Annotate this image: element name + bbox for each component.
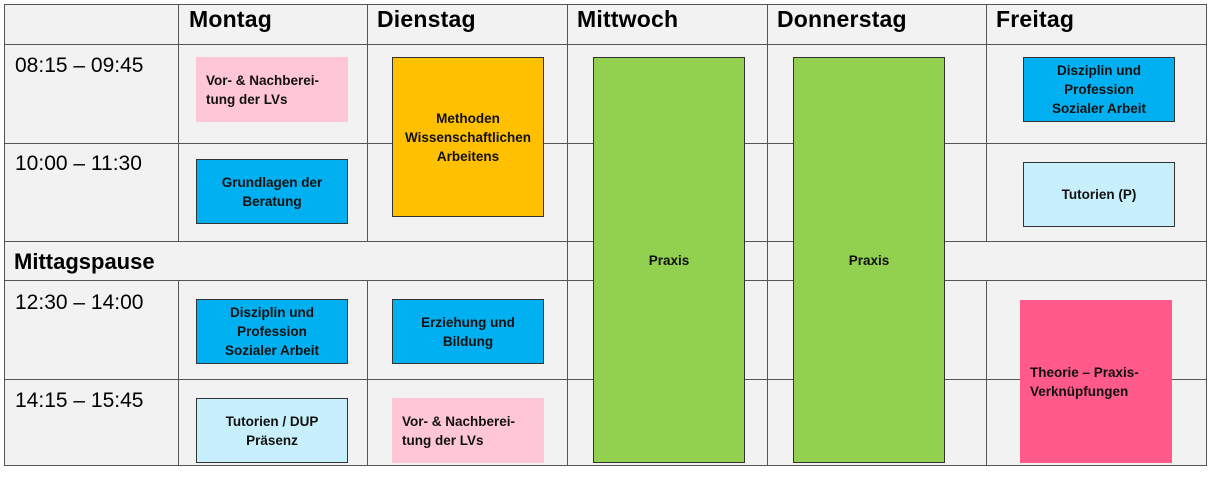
event-di-1[interactable]: Methoden Wissenschaftlichen Arbeitens <box>392 57 544 217</box>
header-thursday: Donnerstag <box>777 6 907 32</box>
event-label: Praxis <box>848 252 890 268</box>
grid-line <box>1206 4 1207 466</box>
event-label: Theorie – Praxis- Verknüpfungen <box>1030 364 1139 399</box>
event-do[interactable]: Praxis <box>793 57 945 463</box>
grid-line <box>767 4 768 466</box>
grid-line <box>367 280 368 466</box>
grid-line <box>986 280 987 466</box>
grid-line <box>4 4 5 466</box>
event-mi[interactable]: Praxis <box>593 57 745 463</box>
grid-line <box>4 44 1207 45</box>
event-di-4[interactable]: Vor- & Nachberei- tung der LVs <box>392 398 544 463</box>
event-mo-2[interactable]: Grundlagen der Beratung <box>196 159 348 224</box>
grid-line <box>567 4 568 466</box>
event-di-3[interactable]: Erziehung und Bildung <box>392 299 544 364</box>
event-mo-4[interactable]: Tutorien / DUP Präsenz <box>196 398 348 463</box>
time-slot-2: 10:00 – 11:30 <box>15 152 142 175</box>
grid-line <box>745 280 793 281</box>
header-friday: Freitag <box>996 6 1075 32</box>
event-label: Erziehung und Bildung <box>421 314 515 349</box>
header-wednesday: Mittwoch <box>577 6 679 32</box>
event-label: Tutorien / DUP Präsenz <box>225 413 319 448</box>
event-label: Grundlagen der Beratung <box>221 174 323 209</box>
time-slot-4: 14:15 – 15:45 <box>15 389 144 412</box>
grid-line <box>986 4 987 242</box>
lunch-break-label: Mittagspause <box>14 249 155 274</box>
grid-line <box>745 241 793 242</box>
grid-line <box>178 4 179 242</box>
grid-line <box>4 465 1207 466</box>
header-tuesday: Dienstag <box>377 6 476 32</box>
grid-line <box>945 241 1207 242</box>
event-mo-1[interactable]: Vor- & Nachberei- tung der LVs <box>196 57 348 122</box>
header-monday: Montag <box>189 6 272 32</box>
event-label: Praxis <box>648 252 690 268</box>
event-fr-3[interactable]: Theorie – Praxis- Verknüpfungen <box>1020 300 1172 463</box>
event-label: Vor- & Nachberei- tung der LVs <box>402 413 516 448</box>
event-label: Vor- & Nachberei- tung der LVs <box>206 72 320 107</box>
event-label: Disziplin und Profession Sozialer Arbeit <box>1051 63 1147 116</box>
event-label: Methoden Wissenschaftlichen Arbeitens <box>405 110 531 164</box>
grid-line <box>4 280 596 281</box>
event-fr-2[interactable]: Tutorien (P) <box>1023 162 1175 227</box>
time-slot-3: 12:30 – 14:00 <box>15 291 144 314</box>
grid-line <box>4 241 596 242</box>
grid-line <box>178 280 179 466</box>
event-label: Tutorien (P) <box>1061 187 1137 202</box>
event-label: Disziplin und Profession Sozialer Arbeit <box>224 305 320 358</box>
grid-line <box>945 280 1207 281</box>
time-slot-1: 08:15 – 09:45 <box>15 54 144 77</box>
event-mo-3[interactable]: Disziplin und Profession Sozialer Arbeit <box>196 299 348 364</box>
event-fr-1[interactable]: Disziplin und Profession Sozialer Arbeit <box>1023 57 1175 122</box>
grid-line <box>4 4 1207 5</box>
grid-line <box>367 4 368 242</box>
